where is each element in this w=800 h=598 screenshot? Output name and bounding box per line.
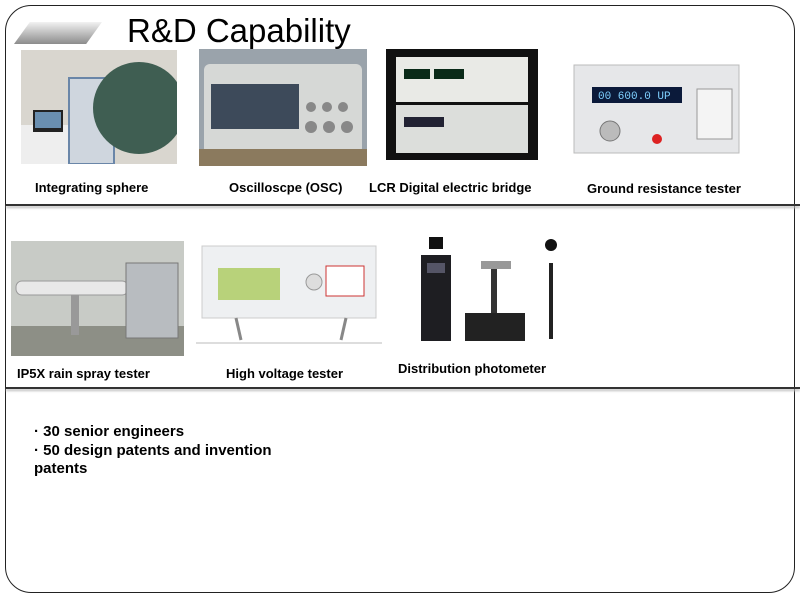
distribution-photometer-photo (413, 233, 567, 345)
divider (6, 387, 800, 389)
rain-spray-tester-photo (11, 241, 184, 356)
label-oscilloscope: Oscilloscpe (OSC) (229, 180, 343, 195)
ground-resistance-tester-photo: 00 600.0 UP (572, 59, 741, 155)
oscilloscope-photo (199, 49, 367, 166)
title-decoration (14, 22, 102, 44)
high-voltage-tester-photo (196, 242, 382, 345)
slide-frame (5, 5, 795, 593)
divider (6, 204, 800, 206)
page-title: R&D Capability (127, 12, 351, 49)
label-ground-resistance-tester: Ground resistance tester (587, 181, 741, 196)
label-rain-spray-tester: IP5X rain spray tester (17, 366, 150, 381)
bullet-engineers: · 30 senior engineers (34, 423, 185, 440)
svg-text:00 600.0 UP: 00 600.0 UP (598, 91, 671, 103)
label-lcr-bridge: LCR Digital electric bridge (369, 180, 532, 195)
capability-list: · 30 senior engineers · 50 design patent… (34, 423, 294, 479)
integrating-sphere-photo (21, 50, 177, 164)
label-distribution-photometer: Distribution photometer (398, 361, 547, 376)
bullet-patents: · 50 design patents and invention patent… (34, 441, 272, 478)
lcr-bridge-photo (386, 49, 538, 160)
label-high-voltage-tester: High voltage tester (226, 366, 344, 381)
label-integrating-sphere: Integrating sphere (35, 180, 149, 195)
